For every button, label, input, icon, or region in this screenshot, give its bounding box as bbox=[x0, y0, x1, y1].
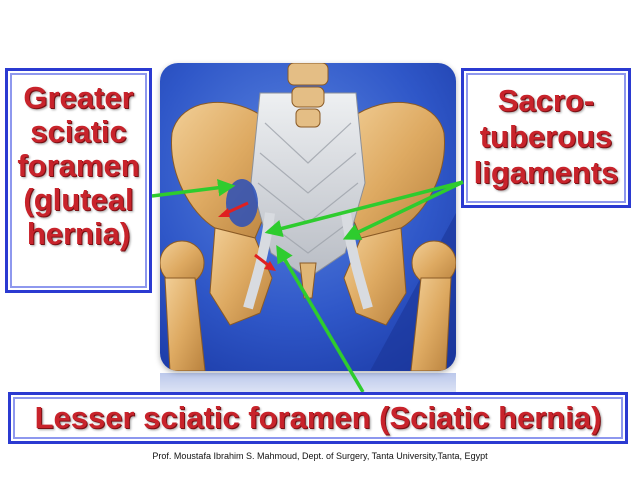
right-femur bbox=[410, 277, 452, 371]
greater-sciatic-foramen-label: Greater sciatic foramen (gluteal hernia) bbox=[5, 68, 152, 293]
author-credit: Prof. Moustafa Ibrahim S. Mahmoud, Dept.… bbox=[152, 451, 488, 461]
arrow-greater-sciatic bbox=[151, 179, 236, 198]
arrow-sacrotuberous-right bbox=[342, 180, 464, 240]
red-arrow-lesser-head bbox=[264, 261, 276, 271]
lesser-sciatic-foramen-label: Lesser sciatic foramen (Sciatic hernia) bbox=[8, 392, 628, 444]
label-line: Sacro- bbox=[497, 83, 595, 118]
label-line: ligaments bbox=[473, 155, 619, 190]
arrow-sacrotuberous-left bbox=[264, 180, 464, 237]
label-line: tuberous bbox=[479, 119, 613, 154]
label-line: foramen bbox=[17, 148, 140, 183]
label-line: Greater bbox=[23, 80, 134, 115]
left-ischium bbox=[209, 227, 273, 326]
sacrotuberous-ligaments-label: Sacro- tuberous ligaments bbox=[461, 68, 631, 208]
red-arrow-greater-head bbox=[218, 208, 230, 217]
arrow-lesser-sciatic bbox=[276, 244, 365, 393]
label-line: hernia) bbox=[26, 216, 131, 251]
label-line: sciatic bbox=[30, 114, 127, 149]
label-line: (gluteal bbox=[23, 182, 134, 217]
left-femur bbox=[164, 277, 206, 371]
